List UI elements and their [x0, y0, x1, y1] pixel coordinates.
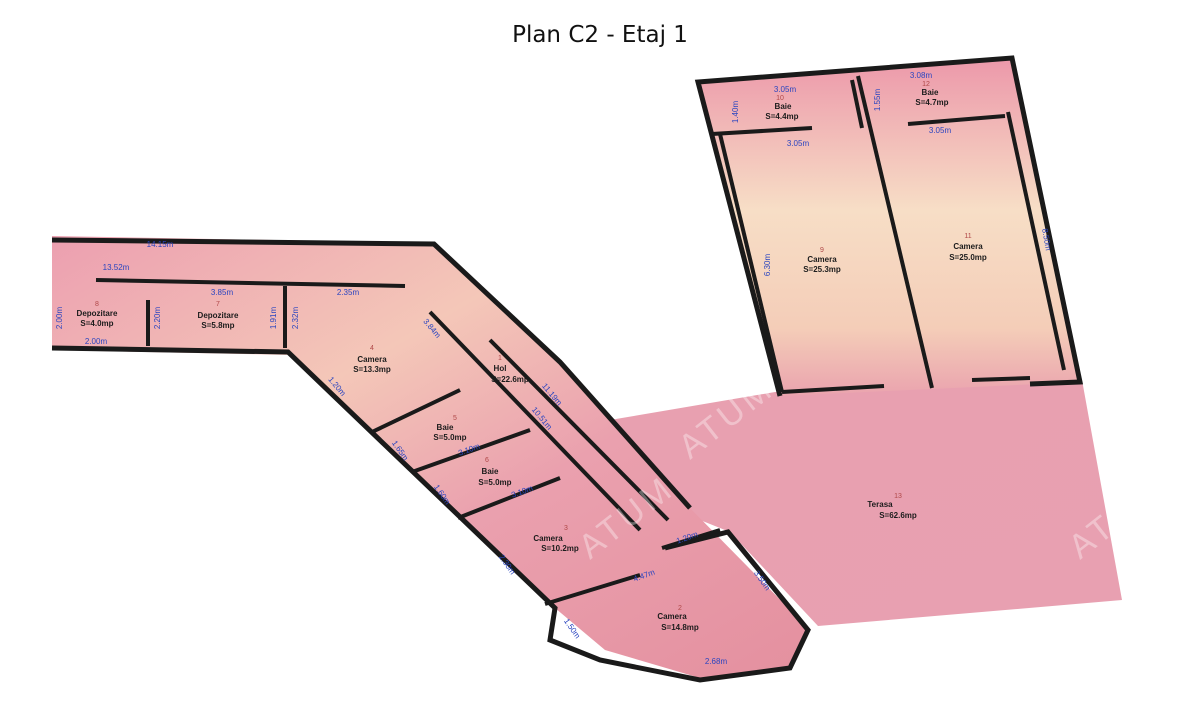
- dimension-label: 13.52m: [103, 263, 130, 272]
- wall-camera3-bottom: [544, 573, 641, 606]
- dimension-label: 1.91m: [269, 307, 278, 330]
- wall-camera2-top: [661, 528, 721, 550]
- room-area: S=13.3mp: [353, 365, 391, 374]
- wall-bathroom-row: [711, 126, 813, 136]
- dimension-label: 8.50m: [1040, 228, 1053, 252]
- room-name: Depozitare: [77, 309, 118, 318]
- room-baie-5: 5 Baie S=5.0mp: [433, 415, 466, 442]
- wall-bathroom-row-2: [907, 114, 1006, 126]
- room-number: 2: [678, 605, 682, 612]
- room-number: 12: [922, 81, 930, 88]
- room-area: S=14.8mp: [661, 623, 699, 632]
- room-camera-11: 11 Camera S=25.0mp: [949, 233, 987, 262]
- wall-baie5-bottom: [411, 428, 531, 474]
- room-baie-10: 10 Baie S=4.4mp: [765, 95, 798, 121]
- room-camera-3: 3 Camera S=10.2mp: [533, 525, 579, 553]
- room-depozitare-2: 7 Depozitare S=5.8mp: [198, 301, 239, 330]
- room-area: S=5.8mp: [201, 321, 234, 330]
- room-name: Baie: [922, 88, 939, 97]
- room-number: 13: [894, 493, 902, 500]
- room-camera-9: 9 Camera S=25.3mp: [803, 247, 841, 274]
- room-name: Baie: [482, 467, 499, 476]
- dimension-label: 2.68m: [705, 657, 728, 666]
- dimension-label: 3.05m: [787, 139, 810, 148]
- room-area: S=4.7mp: [915, 98, 948, 107]
- wall-wing-divider: [856, 75, 934, 389]
- room-name: Baie: [437, 423, 454, 432]
- room-area: S=4.4mp: [765, 112, 798, 121]
- dimension-label: 1.40m: [731, 101, 740, 124]
- room-area: S=62.6mp: [879, 511, 917, 520]
- room-camera-2: 2 Camera S=14.8mp: [657, 605, 699, 632]
- wall-camera9-bottom: [781, 384, 885, 394]
- room-name: Camera: [357, 355, 387, 364]
- room-name: Camera: [953, 242, 983, 251]
- room-terasa: 13 Terasa S=62.6mp: [867, 493, 917, 520]
- room-number: 8: [95, 301, 99, 308]
- room-name: Terasa: [867, 500, 893, 509]
- dimension-label: 3.05m: [774, 85, 797, 94]
- dimension-label: 2.00m: [55, 307, 64, 330]
- room-number: 7: [216, 301, 220, 308]
- dimension-label: 2.00m: [85, 337, 108, 346]
- room-name: Camera: [807, 255, 837, 264]
- room-camera-4: 4 Camera S=13.3mp: [353, 345, 391, 374]
- dimension-label: 2.35m: [337, 288, 360, 297]
- room-area: S=22.6mp: [491, 375, 529, 384]
- room-number: 3: [564, 525, 568, 532]
- room-name: Camera: [657, 612, 687, 621]
- room-area: S=5.0mp: [478, 478, 511, 487]
- room-area: S=4.0mp: [80, 319, 113, 328]
- wall-hol: [428, 310, 642, 532]
- room-number: 9: [820, 247, 824, 254]
- room-area: S=25.3mp: [803, 265, 841, 274]
- room-baie-6: 6 Baie S=5.0mp: [478, 457, 511, 487]
- room-baie-12: 12 Baie S=4.7mp: [915, 81, 948, 107]
- room-number: 4: [370, 345, 374, 352]
- wall-baie10-right: [850, 79, 864, 129]
- room-number: 10: [776, 95, 784, 102]
- room-name: Depozitare: [198, 311, 239, 320]
- room-name: Hol: [494, 364, 507, 373]
- right-wing-floor: [698, 58, 1080, 396]
- outer-wall-bottom-left: [51, 345, 811, 683]
- room-depozitare-1: 8 Depozitare S=4.0mp: [77, 301, 118, 328]
- dimension-label: 6.30m: [763, 254, 772, 277]
- terrace-floor: [610, 380, 1122, 626]
- room-name: Baie: [775, 102, 792, 111]
- wall-camera11-right: [1006, 111, 1066, 371]
- wall-baie5-top: [371, 388, 461, 434]
- page-title: Plan C2 - Etaj 1: [512, 22, 688, 48]
- outer-wall-main: [51, 237, 692, 510]
- dimension-label: 2.20m: [153, 307, 162, 330]
- wall-corridor: [488, 338, 670, 522]
- main-building-floor: [52, 236, 808, 678]
- room-area: S=10.2mp: [541, 544, 579, 553]
- dimension-label: 3.05m: [929, 126, 952, 135]
- dimension-label: 3.85m: [211, 288, 234, 297]
- dimension-label: 3.08m: [910, 71, 933, 80]
- room-hol: 1 Hol S=22.6mp: [491, 355, 529, 384]
- wall-baie6-bottom: [457, 476, 561, 520]
- room-area: S=5.0mp: [433, 433, 466, 442]
- room-number: 11: [964, 233, 971, 240]
- wall-top-inner: [95, 278, 406, 288]
- right-wing-outer-wall: [694, 55, 1084, 397]
- dimension-label: 1.55m: [873, 89, 882, 112]
- room-number: 5: [453, 415, 457, 422]
- room-name: Camera: [533, 534, 563, 543]
- wall-camera11-bottom: [971, 376, 1031, 382]
- dimension-label: 14.15m: [147, 240, 174, 249]
- room-area: S=25.0mp: [949, 253, 987, 262]
- room-number: 1: [498, 355, 502, 362]
- dimension-label: 2.32m: [291, 307, 300, 330]
- wall-camera9-left: [718, 133, 784, 393]
- room-number: 6: [485, 457, 489, 464]
